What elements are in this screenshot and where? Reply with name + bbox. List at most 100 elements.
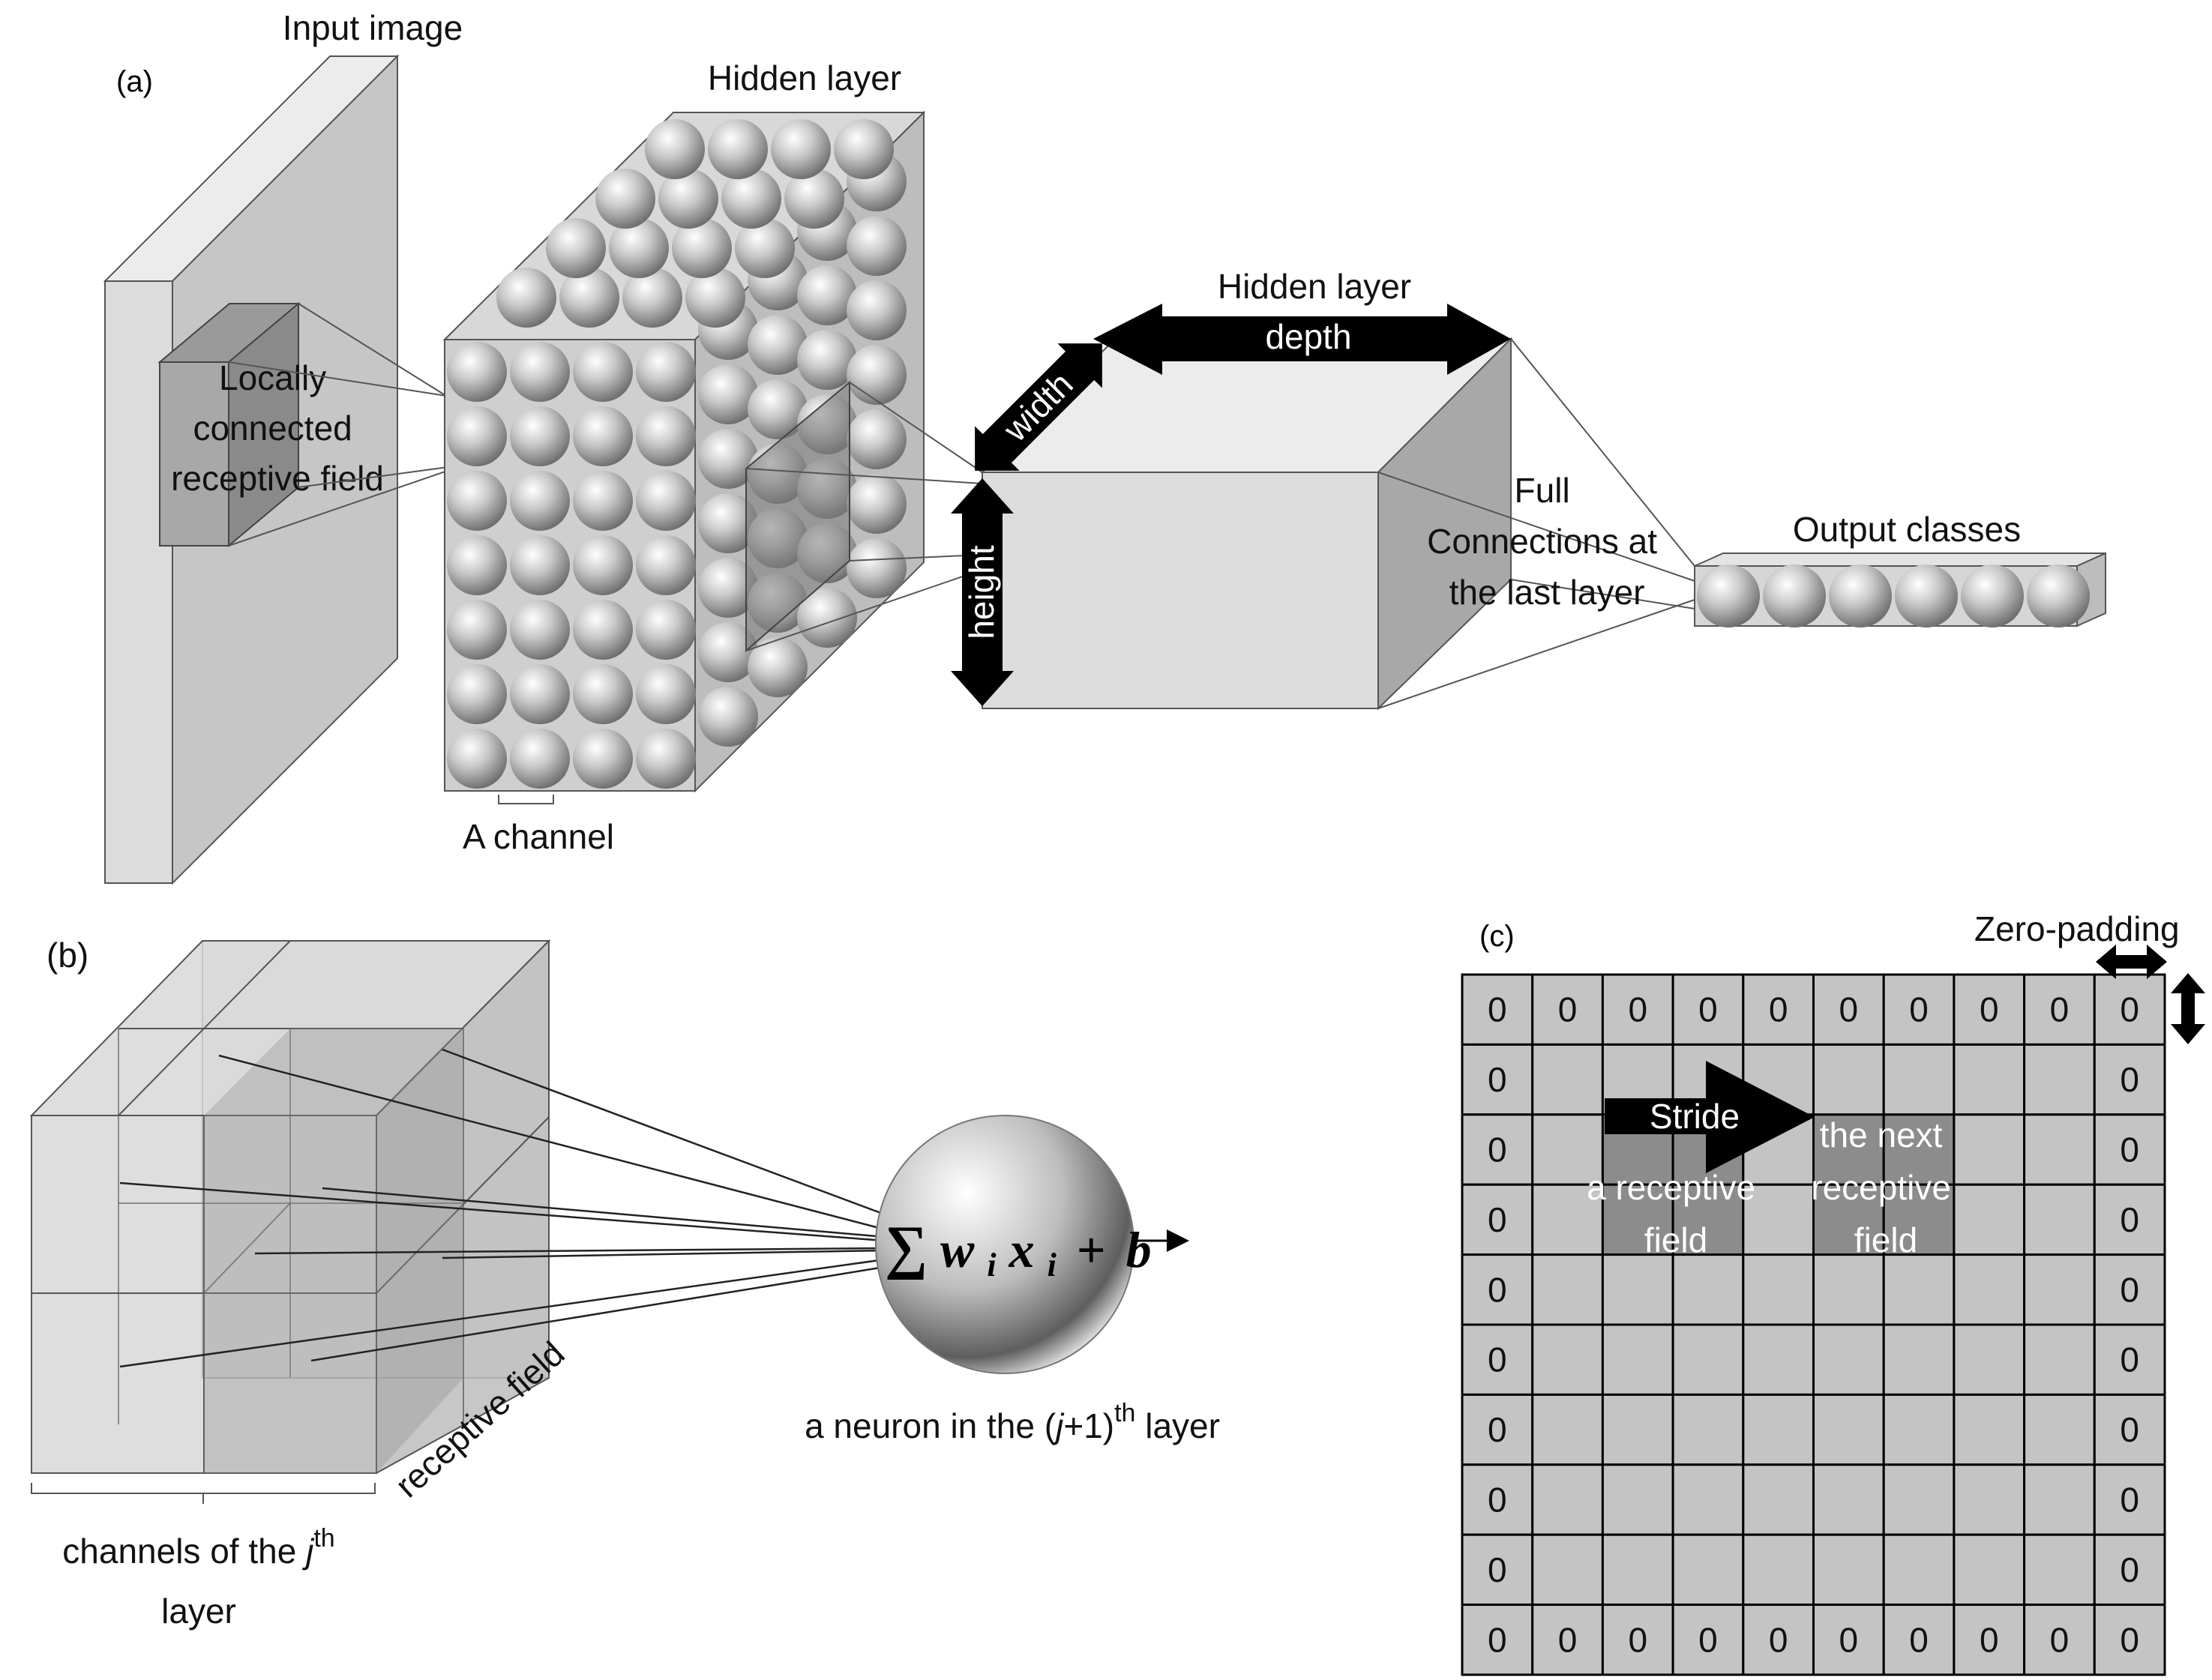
grid-cell [1671, 1463, 1745, 1536]
hidden-neuron [721, 169, 781, 229]
grid-cell [1882, 1113, 1956, 1186]
zero-padding-value: 0 [1698, 1620, 1718, 1659]
panel-a: (a) Input image Locally connected recept… [103, 8, 2106, 885]
zero-padding-value: 0 [2120, 1200, 2139, 1239]
grid-cell [2023, 1604, 2096, 1676]
hidden-neuron [748, 315, 808, 375]
hidden-neuron [447, 664, 507, 724]
grid-cell [1601, 1463, 1674, 1536]
full-connections-label: Full Connections at the last layer [1427, 471, 1667, 612]
neuron-mid: +1) [1063, 1406, 1114, 1445]
grid-cell [2093, 1113, 2166, 1186]
hidden-neuron [748, 379, 808, 439]
hidden-neuron [797, 265, 857, 325]
hidden-neuron [698, 622, 758, 682]
grid-cell [1953, 1533, 2026, 1607]
grid-cell [1742, 1323, 1815, 1396]
grid-cell [1812, 1533, 1885, 1607]
grid-cell [1953, 1463, 2026, 1536]
hidden-neuron [672, 218, 732, 278]
hidden-neuron [546, 218, 606, 278]
grid-cell [1742, 1183, 1815, 1256]
neuron-prefix: a neuron in the ( [805, 1406, 1057, 1445]
input-connection-lines [228, 303, 466, 547]
grid-cell [1671, 1323, 1745, 1396]
grid-cell [1531, 1393, 1604, 1466]
zero-padding-value: 0 [2120, 1130, 2139, 1169]
grid-cell [1953, 973, 2026, 1046]
hidden-neuron [636, 535, 696, 595]
full-connection-lines [1377, 338, 1695, 709]
zero-padding-value: 0 [1488, 1060, 1507, 1099]
output-classes-label: Output classes [1793, 510, 2021, 549]
zero-padding-value: 0 [2120, 1620, 2139, 1659]
output-class-neuron [1697, 564, 1760, 627]
rf-line-2: field [1644, 1220, 1707, 1259]
grid-cell [2023, 1183, 2096, 1256]
grid-cell [1531, 1533, 1604, 1607]
hidden-neuron [573, 342, 633, 402]
formula-x: x [1009, 1221, 1035, 1278]
hidden-neuron [559, 268, 619, 328]
hidden-neuron [510, 664, 570, 724]
output-class-neuron [1829, 564, 1892, 627]
grid-cell [1461, 1393, 1534, 1466]
grid-cell [1812, 1323, 1885, 1396]
hidden-neuron [708, 119, 768, 179]
grid-cell [1742, 1393, 1815, 1466]
grid-cell [2023, 1113, 2096, 1186]
grid-cell [1953, 1183, 2026, 1256]
hidden-neuron [847, 216, 907, 276]
hidden-neuron [609, 218, 669, 278]
grid-cell [1812, 1463, 1885, 1536]
hidden-neuron [573, 406, 633, 466]
hidden-neuron [636, 729, 696, 789]
formula-w: w [940, 1221, 975, 1278]
output-class-neuron [1961, 564, 2024, 627]
grid-cell [1601, 1533, 1674, 1607]
grid-cell [1812, 1253, 1885, 1326]
grid-cell [1531, 1253, 1604, 1326]
hidden-neuron [622, 268, 682, 328]
grid-cell [1601, 1183, 1674, 1256]
grid-cell [1882, 1604, 1956, 1676]
grid-cell [1531, 1043, 1604, 1116]
grid-cell [1742, 1604, 1815, 1676]
hidden-neuron [698, 493, 758, 553]
hidden-neuron [735, 218, 795, 278]
grid-cell [2023, 1253, 2096, 1326]
grid-cell [1953, 1113, 2026, 1186]
zero-padding-value: 0 [2120, 1060, 2139, 1099]
grid-cell [2093, 1043, 2166, 1116]
grid-cell [2093, 1463, 2166, 1536]
zero-padding-value: 0 [2120, 1550, 2139, 1589]
hidden-neuron [834, 119, 894, 179]
zero-padding-value: 0 [1628, 1620, 1647, 1659]
hidden-neuron [447, 406, 507, 466]
hidden-neuron [698, 429, 758, 489]
neuron-suffix: layer [1135, 1406, 1219, 1445]
zero-padding-value: 0 [1488, 1340, 1507, 1379]
zero-padding-horizontal-arrow [2096, 945, 2167, 979]
formula-b: b [1126, 1221, 1152, 1278]
hidden-neuron [784, 169, 844, 229]
panel-c-tag: (c) [1479, 920, 1515, 953]
grid-cell [1742, 973, 1815, 1046]
hidden-neuron [510, 600, 570, 660]
zero-padding-value: 0 [1488, 1481, 1507, 1520]
zero-padding-value: 0 [1909, 1620, 1929, 1659]
zero-padding-value: 0 [2050, 990, 2070, 1029]
grid-cell [1531, 1463, 1604, 1536]
hidden-neuron [636, 342, 696, 402]
grid-cell [1882, 1323, 1956, 1396]
grid-cell [2093, 1183, 2166, 1256]
zero-padding-value: 0 [1488, 990, 1507, 1029]
hidden-neuron [797, 588, 857, 648]
full-conn-line-1: Full [1515, 471, 1570, 510]
input-image-label: Input image [283, 8, 463, 47]
hidden-neuron [847, 538, 907, 598]
receptive-field-text: a receptive field [1587, 1168, 1765, 1259]
full-conn-line-3: the last layer [1449, 573, 1645, 612]
hidden-neuron [573, 664, 633, 724]
